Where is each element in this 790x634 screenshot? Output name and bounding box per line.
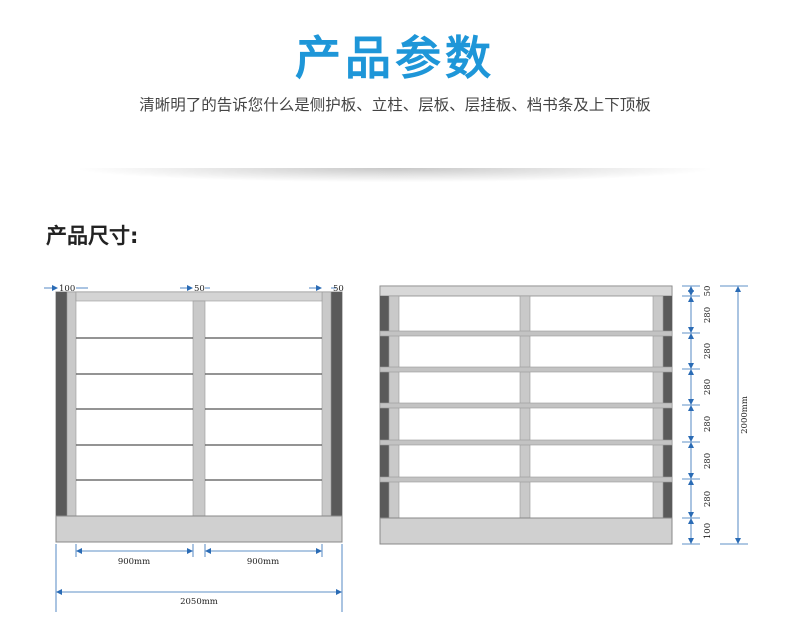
height-label-shelf-3: 280	[703, 379, 713, 395]
front-width-label-side: 100	[59, 284, 75, 294]
total-height-label: 2000mm	[740, 396, 750, 434]
height-label-shelf-4: 280	[703, 416, 713, 432]
side-shelf	[379, 366, 673, 373]
right-side-panel-inner	[321, 291, 332, 517]
side-base-panel	[379, 517, 673, 545]
section-title: 产品尺寸:	[46, 224, 139, 248]
height-label-base: 100	[703, 523, 713, 539]
side-shelf	[379, 330, 673, 337]
side-shelf	[379, 439, 673, 446]
front-width-label-side-right: 50	[333, 284, 344, 294]
front-view: 100 50 50 900mm 900mm 2050mm	[44, 284, 344, 612]
total-width-label: 2050mm	[180, 597, 218, 607]
header-divider	[80, 168, 710, 182]
base-panel	[55, 515, 343, 543]
page-title: 产品参数	[295, 31, 495, 85]
height-label-shelf-1: 280	[703, 307, 713, 323]
side-view: 50 280 280 280 280 280 280 100 2000mm	[379, 285, 750, 545]
front-width-label-post: 50	[194, 284, 205, 294]
side-top-panel	[379, 285, 673, 297]
bay-width-label-right: 900mm	[247, 557, 279, 567]
bay-width-label-left: 900mm	[118, 557, 150, 567]
height-label-shelf-5: 280	[703, 453, 713, 469]
left-side-panel-inner	[66, 291, 77, 517]
side-shelf	[379, 402, 673, 409]
height-label-shelf-2: 280	[703, 343, 713, 359]
side-shelf	[379, 476, 673, 483]
right-side-panel	[331, 292, 342, 516]
height-label-top: 50	[703, 286, 713, 297]
height-label-shelf-6: 280	[703, 491, 713, 507]
left-side-panel	[56, 292, 67, 516]
page-subtitle: 清晰明了的告诉您什么是侧护板、立柱、层板、层挂板、档书条及上下顶板	[139, 96, 651, 114]
center-post	[192, 300, 206, 517]
